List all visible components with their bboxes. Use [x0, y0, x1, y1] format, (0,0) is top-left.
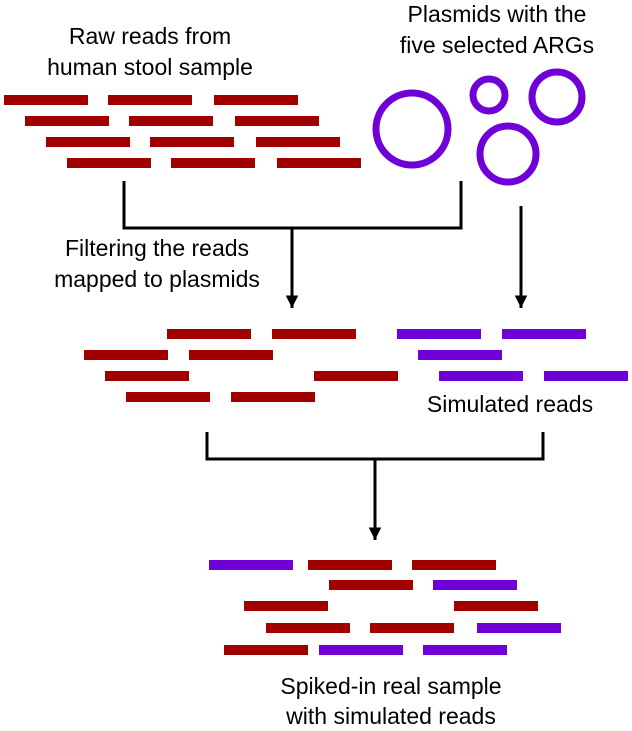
spiked-sample-group — [209, 560, 561, 655]
plasmid-circle-icon — [469, 75, 509, 115]
merge-connector — [205, 432, 545, 540]
simulated-reads-group — [397, 329, 628, 381]
merge-bracket — [205, 432, 545, 461]
filtered-read — [314, 371, 398, 381]
plasmids-label-line1: Plasmids with the — [408, 1, 587, 27]
filtered-reads-group — [84, 329, 398, 402]
spiked-read-real — [224, 645, 308, 655]
plasmid-circle-icon — [528, 68, 586, 126]
raw-read — [4, 95, 88, 105]
filter-bracket — [122, 181, 463, 230]
raw-read — [25, 116, 109, 126]
spiked-read-simulated — [433, 580, 517, 590]
raw-read — [256, 137, 340, 147]
spiked-read-simulated — [209, 560, 293, 570]
spiked-read-simulated — [319, 645, 403, 655]
simulated-read — [397, 329, 481, 339]
raw-read — [277, 158, 361, 168]
spiked-read-simulated — [423, 645, 507, 655]
filtering-label-line2: mapped to plasmids — [54, 266, 260, 292]
spiked-label-line1: Spiked-in real sample — [280, 673, 501, 699]
plasmid-circle-icon — [372, 89, 452, 169]
spiked-read-real — [266, 623, 350, 633]
raw-read — [214, 95, 298, 105]
raw-read — [46, 137, 130, 147]
simulated-read — [544, 371, 628, 381]
raw-read — [235, 116, 319, 126]
spiked-read-real — [370, 623, 454, 633]
filtered-read — [189, 350, 273, 360]
plasmid-circle-icon — [476, 122, 540, 186]
filter-connector — [122, 181, 463, 308]
raw-reads-group — [4, 95, 361, 168]
raw-read — [67, 158, 151, 168]
raw-read — [129, 116, 213, 126]
simulated-read — [439, 371, 523, 381]
plasmids-group — [372, 68, 586, 186]
filtered-read — [84, 350, 168, 360]
spiked-label-line2: with simulated reads — [285, 703, 496, 729]
simulated-read — [502, 329, 586, 339]
raw-read — [150, 137, 234, 147]
spiked-read-simulated — [477, 623, 561, 633]
spiked-read-real — [308, 560, 392, 570]
spiked-read-real — [244, 601, 328, 611]
filtered-read — [126, 392, 210, 402]
filtered-read — [105, 371, 189, 381]
simulated-read — [418, 350, 502, 360]
raw-read — [108, 95, 192, 105]
spiked-read-real — [454, 601, 538, 611]
simulated-reads-label: Simulated reads — [427, 391, 593, 417]
plasmids-label-line2: five selected ARGs — [400, 32, 594, 58]
spiked-read-real — [412, 560, 496, 570]
filtering-label-line1: Filtering the reads — [65, 235, 249, 261]
raw-reads-label-line2: human stool sample — [47, 54, 253, 80]
filtered-read — [272, 329, 356, 339]
filtered-read — [167, 329, 251, 339]
spiked-read-real — [329, 580, 413, 590]
raw-reads-label-line1: Raw reads from — [69, 23, 231, 49]
filtered-read — [231, 392, 315, 402]
raw-read — [171, 158, 255, 168]
